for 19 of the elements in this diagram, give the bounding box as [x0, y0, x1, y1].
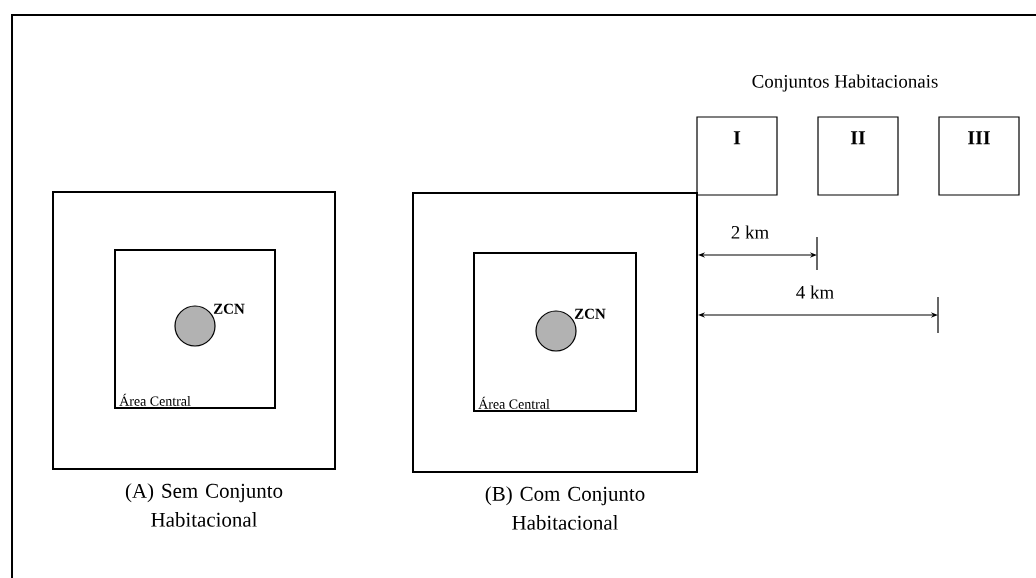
- box-caption: (A) Sem Conjunto Habitacional: [125, 483, 283, 527]
- circle-label: ZCN: [574, 308, 606, 319]
- central-area-box: [473, 252, 637, 412]
- housing-box: [938, 116, 1020, 196]
- group-heading: Conjuntos Habitacionais: [752, 74, 938, 92]
- zone-box: [52, 191, 336, 527]
- zone-box: [412, 192, 698, 530]
- box-caption: (B) Com Conjunto Habitacional: [485, 486, 645, 530]
- roman-numeral: I: [733, 131, 741, 145]
- dimension-label: 2 km: [731, 225, 769, 239]
- roman-numeral: II: [850, 131, 866, 145]
- housing-box: [696, 116, 778, 196]
- area-label: Área Central: [119, 393, 191, 406]
- roman-numeral: III: [968, 131, 990, 145]
- circle-label: ZCN: [213, 303, 245, 314]
- housing-box: [817, 116, 899, 196]
- dimension-label: 4 km: [796, 285, 834, 299]
- area-label: Área Central: [478, 396, 550, 409]
- central-area-box: [114, 249, 276, 409]
